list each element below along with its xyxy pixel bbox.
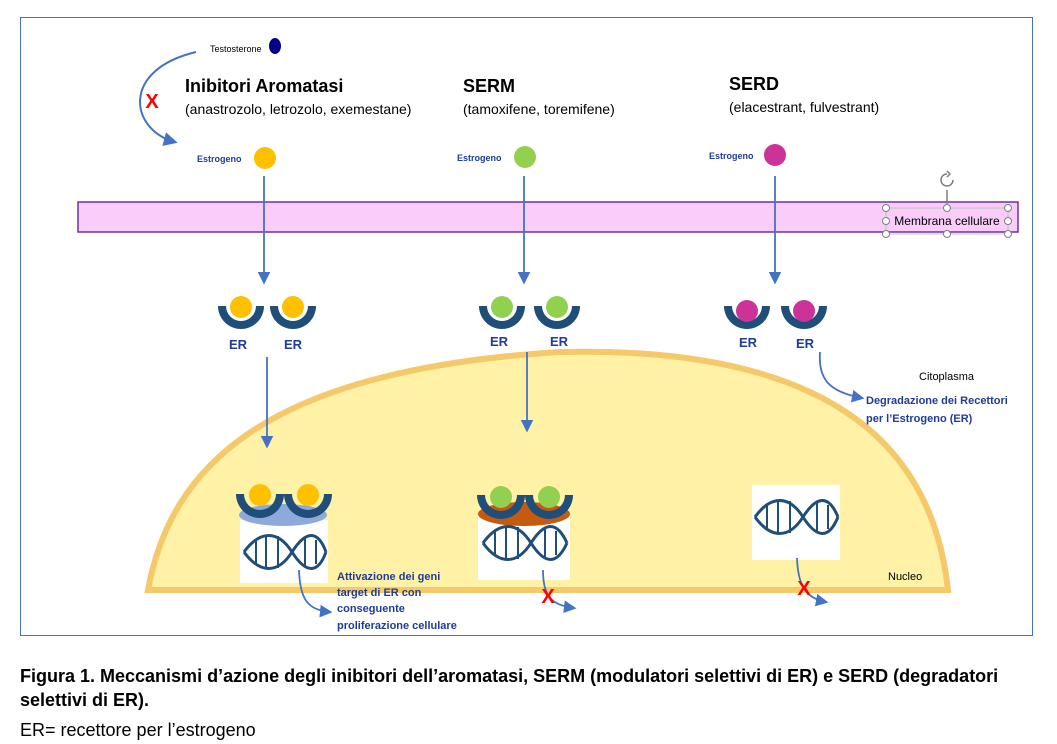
er-receptor [218, 306, 264, 329]
activation-label-line-1: Attivazione dei geni [337, 571, 440, 583]
serm-bound [546, 296, 568, 318]
serd-bound [736, 300, 758, 322]
receptor-dimer-serd [724, 300, 827, 329]
aromatase-curved-arrow [139, 51, 197, 146]
dna-box [752, 485, 840, 560]
serm-bound [538, 486, 560, 508]
er-receptor [477, 495, 525, 519]
estrogen-molecule-serm [514, 146, 536, 168]
aromatase-block-mark: X [145, 91, 159, 113]
figure-caption: Figura 1. Meccanismi d’azione degli inib… [20, 666, 999, 710]
blocked-arrow-serd [796, 557, 829, 607]
degradation-label-line-2: per l’Estrogeno (ER) [866, 413, 973, 425]
figure-note: ER= recettore per l’estrogeno [20, 720, 256, 740]
testosterone-molecule [269, 38, 281, 54]
estrogen-bound [297, 484, 319, 506]
er-receptor [534, 306, 580, 329]
nucleus-entry-arrows [260, 352, 534, 449]
group-title-serm: SERM [463, 76, 515, 96]
dna-box [240, 520, 328, 583]
entry-arrows [257, 176, 782, 285]
er-receptor [724, 306, 770, 329]
activation-label-line-3: conseguente [337, 603, 405, 615]
er-receptor [236, 494, 284, 518]
membrane-label-selection [882, 204, 1012, 238]
nuclear-dna-serd [752, 485, 840, 560]
nucleus-shape [144, 348, 952, 593]
rotate-handle-icon [940, 170, 954, 204]
cell-membrane [77, 201, 1019, 233]
figure-frame [20, 17, 1033, 636]
dna-icon [242, 534, 328, 570]
dna-icon [481, 525, 569, 561]
estrogen-molecule-ai [254, 147, 276, 169]
er-receptor [284, 494, 332, 518]
er-label: ER [550, 334, 569, 349]
er-receptor [270, 306, 316, 329]
nuclear-complex-ai [236, 484, 332, 583]
estrogen-bound [282, 296, 304, 318]
estrogen-label-serm: Estrogeno [457, 153, 502, 163]
nuclear-complex-serm [477, 486, 573, 580]
estrogen-bound [249, 484, 271, 506]
er-receptor [479, 306, 525, 329]
group-title-ai: Inibitori Aromatasi [185, 76, 343, 96]
er-receptor [781, 306, 827, 329]
er-label: ER [490, 334, 509, 349]
er-label: ER [229, 337, 248, 352]
er-label: ER [739, 335, 758, 350]
serm-bound [491, 296, 513, 318]
er-label: ER [796, 336, 815, 351]
serd-bound [793, 300, 815, 322]
group-subtitle-serm: (tamoxifene, toremifene) [463, 101, 615, 117]
cytoplasm-label: Citoplasma [919, 371, 975, 383]
receptor-dimer-serm [479, 296, 580, 329]
activation-arrow [298, 569, 333, 618]
activation-label-line-4: proliferazione cellulare [337, 620, 457, 632]
testosterone-label: Testosterone [210, 44, 262, 54]
degradation-arrow [818, 351, 865, 403]
estrogen-molecule-serd [764, 144, 786, 166]
block-mark-serd: X [797, 578, 811, 600]
nucleus-label: Nucleo [888, 571, 922, 583]
dna-icon [753, 499, 840, 535]
er-label: ER [284, 337, 303, 352]
receptor-dimer-ai [218, 296, 316, 329]
block-mark-serm: X [541, 586, 555, 608]
activation-label-line-2: target di ER con [337, 587, 422, 599]
estrogen-bound [230, 296, 252, 318]
membrane-label: Membrana cellulare [894, 214, 1000, 228]
group-title-serd: SERD [729, 74, 779, 94]
serm-bound [490, 486, 512, 508]
group-subtitle-ai: (anastrozolo, letrozolo, exemestane) [185, 101, 411, 117]
coactivator [239, 504, 327, 526]
er-receptor [525, 495, 573, 519]
blocked-arrow-serm [542, 569, 577, 613]
group-subtitle-serd: (elacestrant, fulvestrant) [729, 99, 879, 115]
estrogen-label-serd: Estrogeno [709, 151, 754, 161]
degradation-label-line-1: Degradazione dei Recettori [866, 395, 1008, 407]
estrogen-label-ai: Estrogeno [197, 154, 242, 164]
